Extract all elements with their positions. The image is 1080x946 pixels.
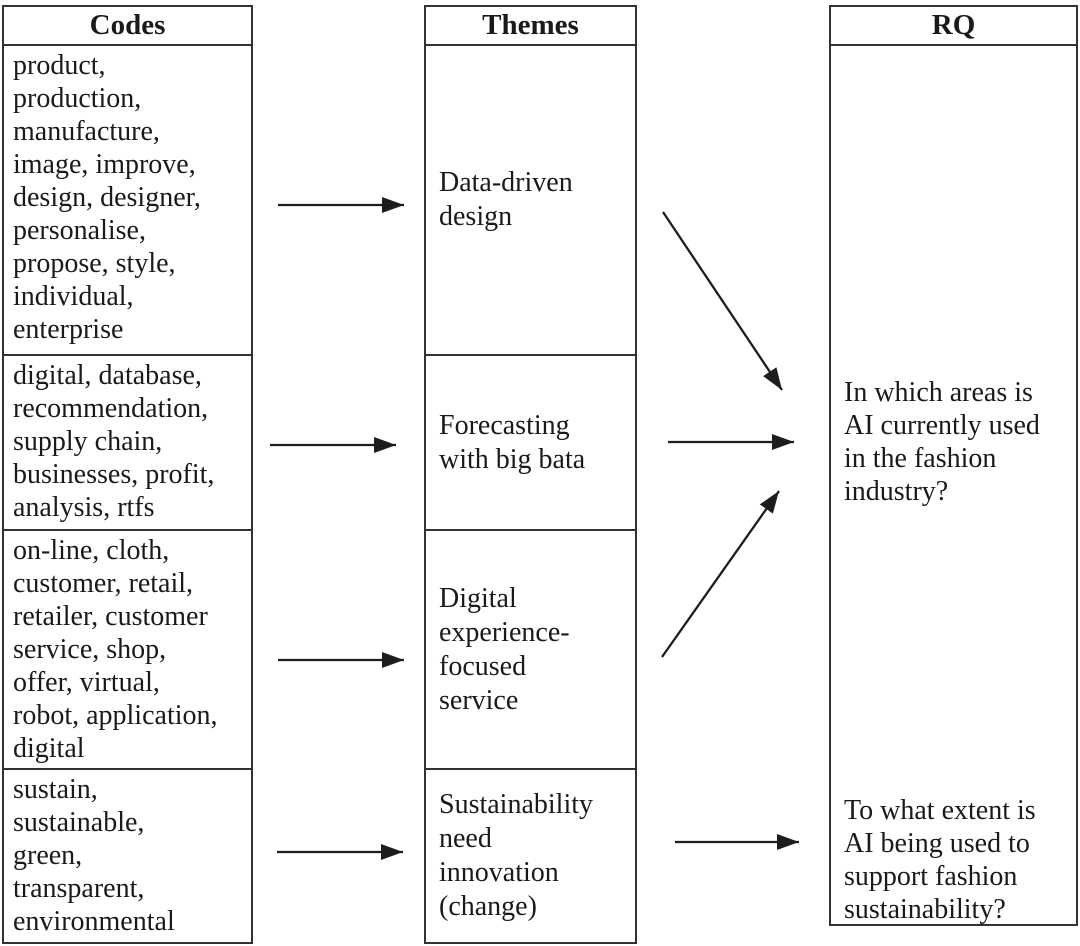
theme-cell-forecasting: Forecasting with big bata <box>426 356 635 531</box>
arrow-theme-data-driven-design-to-rq-areas-ai-used <box>662 211 783 391</box>
rq-question-areas-ai-used: In which areas is AI currently used in t… <box>844 377 1040 507</box>
codes-cell-product-group: product, production, manufacture, image,… <box>4 46 251 356</box>
rq-column-header: RQ <box>831 7 1076 46</box>
arrow-theme-digital-experience-to-rq-areas-ai-used <box>661 490 780 658</box>
theme-cell-digital-experience: Digital experience- focused service <box>426 531 635 770</box>
codes-column: Codes product, production, manufacture, … <box>2 5 253 944</box>
codes-column-header: Codes <box>4 7 251 46</box>
codes-cell-digital-group: digital, database, recommendation, suppl… <box>4 356 251 531</box>
rq-column: RQ In which areas is AI currently used i… <box>829 5 1078 926</box>
theme-cell-sustainability: Sustainability need innovation (change) <box>439 789 593 922</box>
themes-column: Themes Data-driven design Forecasting wi… <box>424 5 637 944</box>
themes-column-header: Themes <box>426 7 635 46</box>
codes-cell-online-group: on-line, cloth, customer, retail, retail… <box>4 531 251 770</box>
rq-column-body: In which areas is AI currently used in t… <box>831 46 1076 925</box>
theme-cell-data-driven-design: Data-driven design <box>426 46 635 356</box>
codes-cell-sustain-group: sustain, sustainable, green, transparent… <box>13 774 175 937</box>
rq-question-ai-sustainability: To what extent is AI being used to suppo… <box>844 795 1036 925</box>
